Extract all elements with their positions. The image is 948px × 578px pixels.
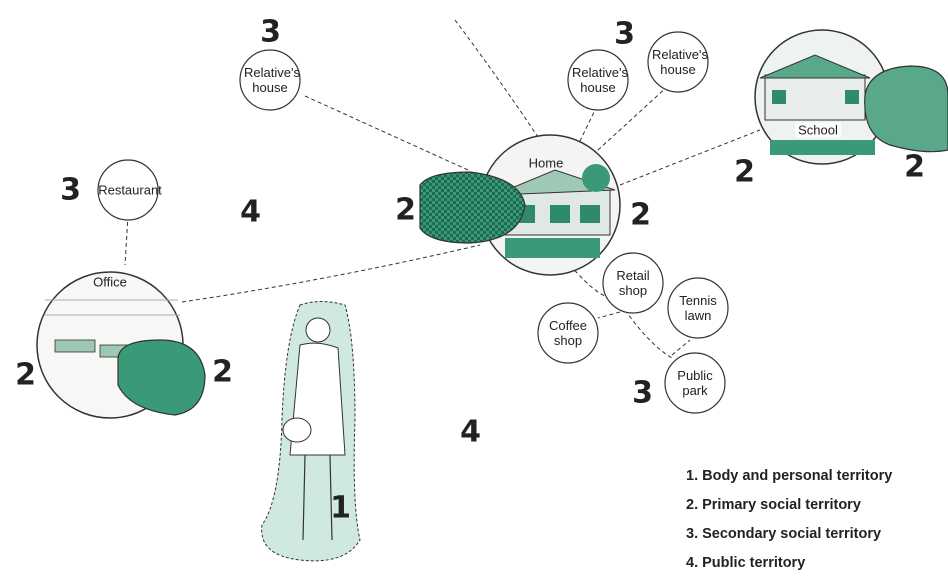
territory-number-3: 3 (614, 17, 634, 52)
territory-number-2: 2 (212, 355, 232, 390)
school-label: School (795, 123, 841, 138)
territory-number-4: 4 (240, 195, 260, 230)
link-home-office (182, 245, 480, 302)
territory-number-4: 4 (460, 415, 480, 450)
legend-item-2: 2. Primary social territory (686, 491, 948, 520)
territory-number-2: 2 (395, 193, 415, 228)
legend-item-3: 3. Secondary social territory (686, 520, 948, 549)
relative-house-mid-label: Relative's house (572, 65, 624, 95)
retail-shop-label: Retail shop (611, 268, 655, 298)
tennis-lawn-label: Tennis lawn (676, 293, 720, 323)
relative-house-left-label: Relative's house (244, 65, 296, 95)
relative-house-right-label: Relative's house (652, 47, 704, 77)
territory-number-2: 2 (630, 198, 650, 233)
territory-number-3: 3 (632, 376, 652, 411)
territory-number-2: 2 (904, 150, 924, 185)
link-home-relative-left (305, 96, 468, 170)
legend: 1. Body and personal territory 2. Primar… (686, 462, 948, 578)
home-node (420, 135, 620, 275)
territory-number-2: 2 (15, 358, 35, 393)
office-node (37, 272, 205, 418)
office-label: Office (93, 275, 127, 290)
link-office-restaurant (125, 215, 128, 265)
link-retail-park (625, 310, 672, 358)
home-label: Home (529, 156, 564, 171)
territory-number-3: 3 (60, 173, 80, 208)
link-home-top (455, 20, 540, 140)
school-node (755, 30, 948, 164)
territory-number-3: 3 (260, 15, 280, 50)
link-retail-coffee (598, 312, 620, 318)
legend-item-1: 1. Body and personal territory (686, 462, 948, 491)
coffee-shop-label: Coffee shop (546, 318, 590, 348)
restaurant-label: Restaurant (98, 183, 162, 198)
school-primary-blob (865, 66, 948, 152)
public-park-label: Public park (673, 368, 717, 398)
territory-number-2: 2 (734, 155, 754, 190)
territory-number-1: 1 (330, 491, 350, 526)
link-park-tennis (672, 340, 690, 355)
